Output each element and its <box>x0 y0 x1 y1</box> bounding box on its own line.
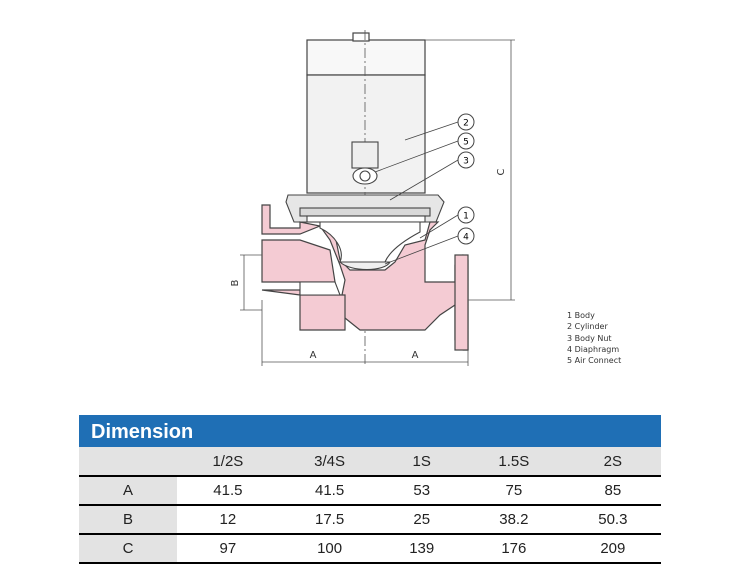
column-header: 3/4S <box>278 447 381 476</box>
table-cell: 75 <box>462 475 565 505</box>
callouts: 2 5 3 1 4 <box>374 113 475 265</box>
dim-label-c: C <box>496 168 507 175</box>
legend-item: 3 Body Nut <box>567 333 612 343</box>
callout-4: 4 <box>384 227 475 265</box>
table-cell: 12 <box>177 504 279 534</box>
table-row: C 97 100 139 176 209 <box>79 533 661 564</box>
table-cell: 97 <box>177 533 279 564</box>
row-label: A <box>79 475 177 505</box>
legend-item: 5 Air Connect <box>567 356 622 366</box>
svg-text:5: 5 <box>463 138 469 148</box>
legend-item: 4 Diaphragm <box>567 344 620 354</box>
diaphragm <box>299 221 421 296</box>
legend-item: 2 Cylinder <box>567 322 608 332</box>
column-header: 1.5S <box>462 447 565 476</box>
row-label: B <box>79 504 177 534</box>
dim-label-a-left: A <box>310 350 317 361</box>
svg-text:2: 2 <box>463 119 469 129</box>
table-cell: 38.2 <box>462 504 565 534</box>
dimension-title: Dimension <box>79 415 661 447</box>
svg-text:4: 4 <box>463 233 469 243</box>
air-connect <box>351 141 379 185</box>
corner-cell <box>79 447 177 476</box>
table-cell: 209 <box>564 533 661 564</box>
table-row: B 12 17.5 25 38.2 50.3 <box>79 504 661 534</box>
callout-5: 5 <box>374 132 475 173</box>
dim-label-b: B <box>230 279 241 286</box>
legend-item: 1 Body <box>567 311 595 320</box>
table-cell: 41.5 <box>177 475 279 505</box>
column-header: 1S <box>380 447 463 476</box>
table-cell: 176 <box>462 533 565 564</box>
valve-body <box>261 204 469 351</box>
column-header: 2S <box>564 447 661 476</box>
callout-3: 3 <box>389 151 475 201</box>
callout-2: 2 <box>404 113 475 141</box>
svg-text:1: 1 <box>463 212 469 222</box>
table-cell: 53 <box>380 475 463 505</box>
svg-text:3: 3 <box>463 157 469 167</box>
table-cell: 25 <box>380 504 463 534</box>
table-cell: 139 <box>380 533 463 564</box>
row-label: C <box>79 533 177 564</box>
valve-drawing: 2 5 3 1 4 <box>230 30 515 366</box>
table-cell: 100 <box>278 533 381 564</box>
table-cell: 17.5 <box>278 504 381 534</box>
table-row: A 41.5 41.5 53 75 85 <box>79 475 661 505</box>
column-header: 1/2S <box>177 447 279 476</box>
dimension-lines <box>240 39 515 366</box>
body-nut <box>285 194 445 223</box>
dimension-table: Dimension 1/2S 3/4S 1S 1.5S 2S A 41.5 41… <box>79 415 661 564</box>
table-cell: 85 <box>564 475 661 505</box>
table-cell: 41.5 <box>278 475 381 505</box>
table-cell: 50.3 <box>564 504 661 534</box>
parts-legend: 1 Body 2 Cylinder 3 Body Nut 4 Diaphragm… <box>567 310 621 366</box>
dim-label-a-right: A <box>412 350 419 361</box>
callout-1: 1 <box>419 206 475 239</box>
